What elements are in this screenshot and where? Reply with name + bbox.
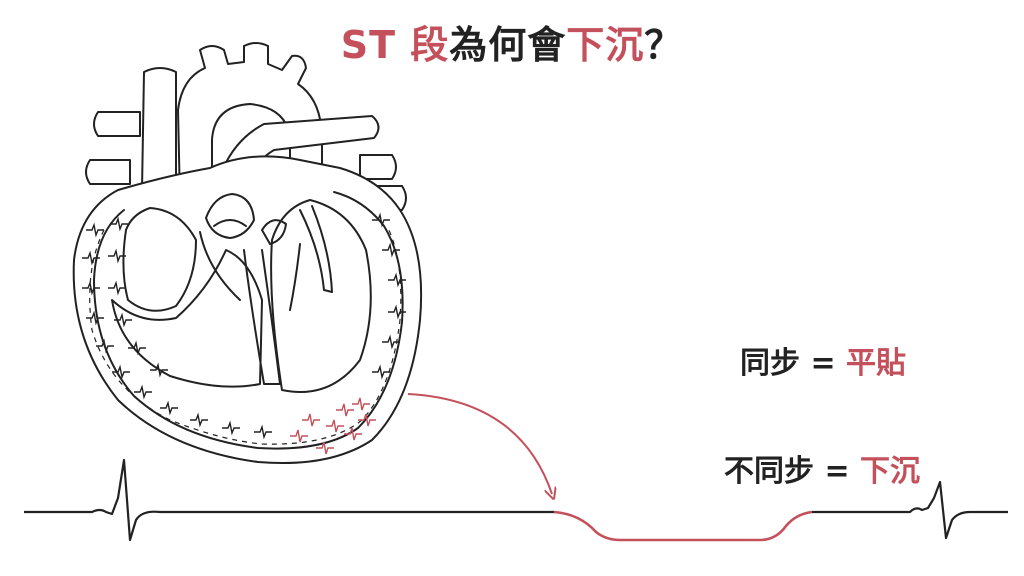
aortic-valve-line: [213, 219, 247, 227]
spike-mark-red: [336, 403, 354, 417]
spike-mark: [114, 312, 132, 328]
spike-mark-red: [344, 427, 362, 441]
ecg-trace-normal-right: [812, 480, 1008, 540]
label-async-equals: =: [814, 454, 861, 489]
title-part-question: ？: [644, 23, 684, 67]
ecg-st-depression: [553, 510, 813, 542]
electrical-spikes-async: [290, 397, 376, 455]
septum: [243, 249, 281, 385]
papillary-strand-1: [199, 231, 241, 301]
spike-mark: [382, 334, 400, 350]
right-ventricle-chamber: [122, 207, 197, 312]
pulmonary-vein-left-upper: [93, 111, 141, 137]
spike-mark-red: [302, 413, 320, 427]
left-ventricle-chamber: [270, 199, 372, 393]
label-sync-equals: =: [800, 346, 847, 381]
label-synchronous: 同步 = 平貼: [740, 338, 906, 382]
spike-mark-red: [326, 419, 344, 433]
page-title: ST 段為何會下沉？: [0, 14, 1024, 69]
pulmonary-vein-right-upper: [359, 154, 397, 180]
conduction-lining: [89, 227, 402, 445]
label-sync-text: 同步: [740, 346, 800, 381]
label-asynchronous: 不同步 = 下沉: [724, 446, 920, 490]
pulmonary-vein-left-lower: [85, 159, 131, 185]
spike-mark: [96, 338, 114, 354]
aortic-arch: [177, 42, 323, 211]
spike-mark: [82, 280, 100, 296]
tricuspid-valve: [261, 219, 287, 245]
spike-mark: [110, 216, 128, 232]
aortic-valve: [205, 193, 255, 239]
papillary-strand-2: [289, 243, 301, 311]
spike-mark: [372, 212, 390, 228]
spike-mark-red: [358, 413, 376, 427]
label-sync-result: 平貼: [846, 346, 907, 381]
title-part-st: ST 段: [340, 23, 450, 67]
spike-mark-red: [352, 397, 370, 411]
spike-mark: [160, 400, 178, 416]
title-part-why: 為何會: [449, 23, 567, 67]
spike-mark: [382, 242, 400, 258]
label-async-result: 下沉: [860, 454, 921, 489]
spike-mark: [190, 412, 208, 428]
title-part-sink: 下沉: [566, 23, 645, 67]
spike-mark: [112, 364, 130, 380]
spike-mark-red: [290, 429, 308, 443]
electrical-spikes-normal: [82, 212, 406, 440]
spike-mark: [134, 384, 152, 400]
spike-mark: [254, 424, 272, 440]
spike-mark: [150, 362, 168, 378]
spike-mark: [108, 280, 126, 296]
heart-outer-wall: [72, 155, 423, 465]
arrow-to-st-segment: [407, 393, 552, 494]
spike-mark: [388, 304, 406, 320]
spike-mark-red: [316, 441, 334, 455]
spike-mark: [86, 222, 104, 238]
ecg-trace-normal-left: [24, 458, 554, 542]
spike-mark: [108, 248, 126, 264]
spike-mark: [222, 420, 240, 436]
heart-inner-wall: [93, 191, 404, 450]
right-ventricle-lower: [111, 249, 263, 388]
spike-mark: [82, 250, 100, 266]
spike-mark: [372, 364, 390, 380]
spike-mark: [128, 340, 146, 356]
superior-vena-cava: [141, 67, 177, 191]
spike-mark: [388, 272, 406, 288]
mitral-leaflet: [299, 205, 333, 293]
label-async-text: 不同步: [724, 454, 814, 489]
spike-mark: [86, 310, 104, 326]
heart-icon: [72, 42, 423, 465]
